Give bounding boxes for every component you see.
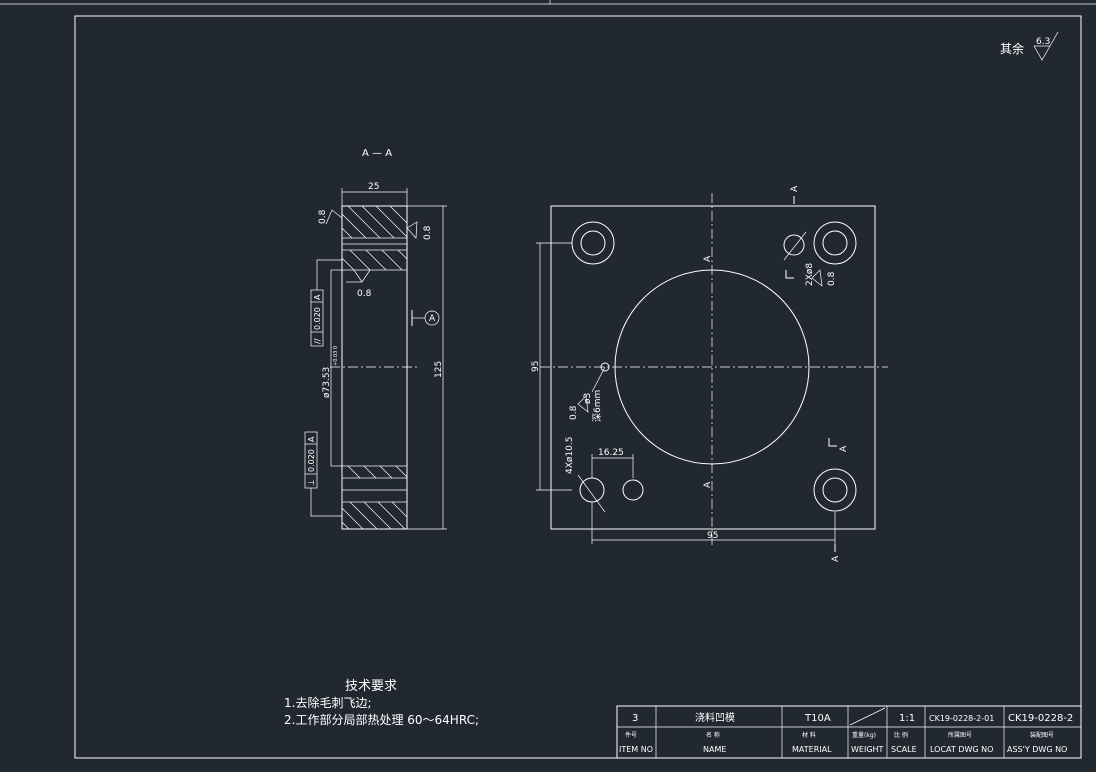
section-marker-bottom: A (831, 555, 841, 562)
parallelism-symbol: // (313, 338, 322, 344)
tb-item-no: 3 (632, 713, 638, 724)
section-marker-top: A (790, 185, 800, 192)
roughness-left: 0.8 (318, 209, 328, 224)
bore-tolerance: +0.03 0 (333, 346, 339, 366)
dim-width: 25 (368, 182, 379, 192)
dim-horizontal: 95 (707, 531, 718, 541)
tb-header-material-cn: 材 料 (802, 731, 816, 739)
tb-scale: 1:1 (899, 713, 915, 724)
hole-callout-small: ø3 (583, 393, 593, 404)
tech-requirement-2: 2.工作部分局部热处理 60～64HRC; (284, 712, 479, 727)
perpendicularity-value: 0.020 (307, 449, 316, 472)
perpendicularity-datum: A (307, 436, 316, 442)
section-label: A — A (362, 148, 392, 159)
tech-requirements: 技术要求 1.去除毛刺飞边; 2.工作部分局部热处理 60～64HRC; (284, 679, 479, 727)
parallelism-value: 0.020 (313, 307, 322, 330)
tb-header-assy-cn: 装配图号 (1030, 731, 1054, 739)
hole-callout-small-depth: 深6mm (592, 390, 603, 422)
tech-requirements-title: 技术要求 (345, 679, 397, 694)
tb-header-name-en: NAME (703, 745, 726, 754)
tb-header-weight-en: WEIGHT (851, 745, 884, 754)
perpendicularity-symbol: ⊥ (307, 479, 316, 486)
tech-requirement-1: 1.去除毛刺飞边; (284, 695, 372, 710)
datum-marker: A (411, 310, 440, 326)
drawing-border (74, 15, 1082, 759)
tb-header-locat-cn: 所属图号 (948, 731, 972, 739)
main-bore (614, 269, 810, 465)
roughness-note-value: 6.3 (1036, 37, 1050, 47)
roughness-right: 0.8 (423, 225, 433, 240)
section-hatching (341, 205, 408, 530)
section-marker-center-top: A (703, 255, 713, 262)
datum-label: A (429, 314, 436, 324)
tb-header-item-cn: 件号 (625, 731, 637, 739)
tb-header-locat-en: LOCAT DWG NO (930, 745, 993, 754)
tb-header-scale-en: SCALE (891, 745, 917, 754)
tb-name: 浇料凹模 (695, 711, 735, 724)
tb-assy-dwg: CK19-0228-2 (1008, 713, 1073, 724)
tb-header-scale-cn: 比 例 (894, 731, 908, 739)
hole-callout-small-roughness: 0.8 (569, 405, 579, 420)
hole-callout-large: 4Xø10.5 (565, 437, 575, 474)
parallelism-frame: // 0.020 A (310, 259, 342, 347)
dim-hole-offset: 16.25 (598, 448, 624, 458)
tb-material: T10A (804, 713, 831, 724)
tb-header-assy-en: ASS'Y DWG NO (1007, 745, 1067, 754)
section-view: 25 125 ø73.53 +0.03 0 0.8 0.8 0.8 // 0.0… (304, 182, 447, 530)
hole-callout-pin: 2Xø8 (805, 263, 815, 286)
dim-vertical: 95 (531, 361, 541, 372)
roughness-bore: 0.8 (357, 289, 372, 299)
perpendicularity-frame: ⊥ 0.020 A (304, 431, 342, 517)
dim-bore: ø73.53 (322, 367, 332, 398)
tb-header-material-en: MATERIAL (792, 745, 832, 754)
tb-header-item-en: ITEM NO (619, 745, 653, 754)
hole-callout-pin-roughness: 0.8 (827, 271, 837, 286)
section-marker-center-bottom: A (703, 481, 713, 488)
roughness-note: 其余 6.3 (1000, 31, 1059, 61)
section-marker-right: A (839, 445, 849, 452)
tb-header-name-cn: 名 称 (706, 731, 720, 739)
top-view: 95 95 16.25 4Xø10.5 2Xø8 0.8 ø3 深6mm 0.8… (531, 185, 888, 562)
title-block: 3 浇料凹模 T10A 1:1 CK19-0228-2-01 CK19-0228… (616, 705, 1082, 759)
tb-locat-dwg: CK19-0228-2-01 (929, 714, 994, 723)
dim-height: 125 (434, 361, 444, 378)
parallelism-datum: A (313, 294, 322, 300)
roughness-note-prefix: 其余 (1000, 41, 1024, 56)
tb-header-weight-cn: 重量(kg) (852, 731, 876, 739)
